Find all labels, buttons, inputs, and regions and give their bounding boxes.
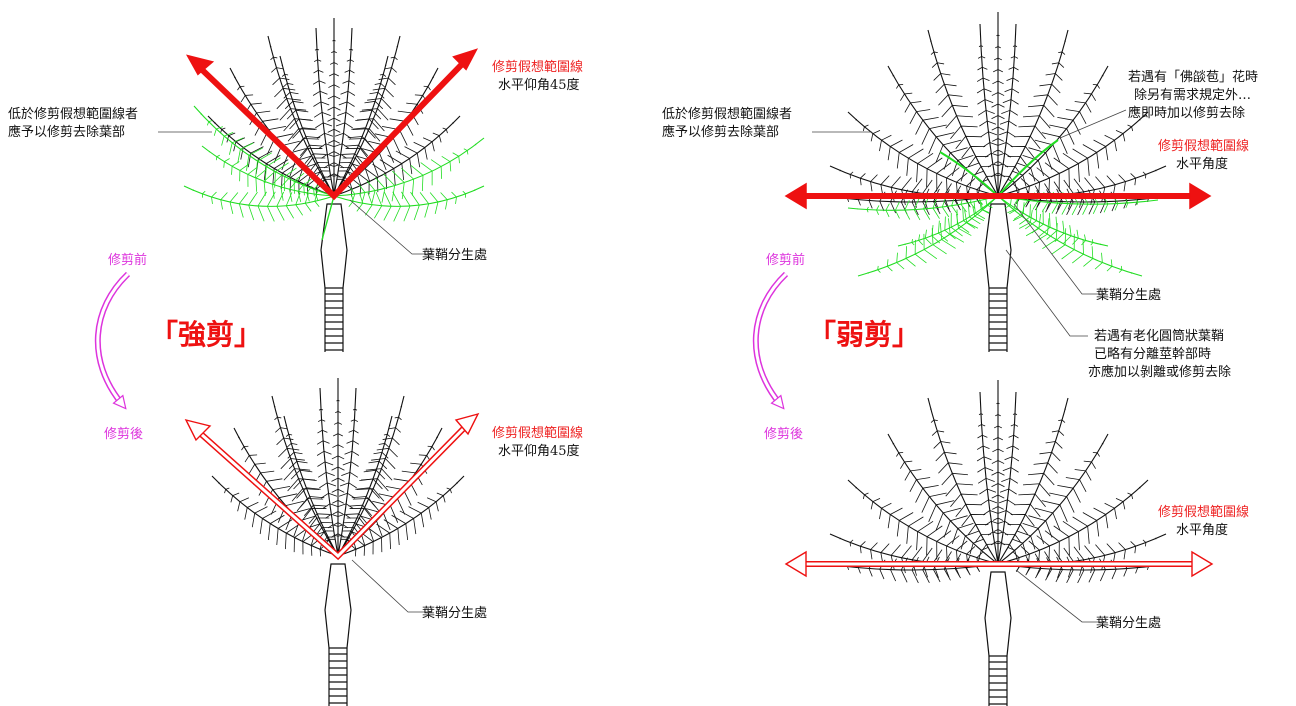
removed-frond — [997, 195, 1109, 247]
removed-frond — [857, 195, 999, 277]
angle-label: 水平角度 — [1176, 522, 1228, 538]
frond — [211, 475, 339, 557]
before-label: 修剪前 — [108, 252, 147, 268]
frond — [312, 27, 335, 197]
frond — [997, 391, 1020, 565]
after-label: 修剪後 — [764, 426, 803, 442]
frond — [279, 55, 335, 197]
trunk-sheath — [320, 203, 348, 289]
frond — [847, 111, 999, 198]
trunk-sheath — [984, 571, 1012, 657]
below-note-line-1: 低於修剪假想範圍線者 — [662, 106, 792, 122]
sheath-note-line-1: 若遇有老化圓筒狀葉鞘 — [1094, 328, 1224, 344]
frond — [991, 380, 1005, 564]
removed-frond — [183, 185, 335, 222]
frond — [333, 35, 401, 197]
frond — [327, 18, 341, 196]
frond — [997, 23, 1020, 197]
sheath-note-line-2: 已略有分離莖幹部時 — [1094, 346, 1211, 362]
frond — [331, 378, 345, 557]
frond — [976, 23, 999, 197]
before-label: 修剪前 — [766, 252, 805, 268]
frond — [927, 397, 999, 565]
frond — [847, 479, 999, 566]
trunk-sheath — [984, 203, 1012, 289]
leader-line — [351, 559, 432, 613]
pruning-limit-horizontal-light-before — [784, 182, 1212, 210]
frond — [337, 395, 405, 557]
sheath-label: 葉鞘分生處 — [422, 606, 487, 621]
removed-foliage-light — [847, 139, 1159, 277]
pruning-limit-v-strong-before — [186, 48, 479, 201]
removed-frond — [193, 105, 335, 197]
trunk-sheath — [324, 563, 352, 649]
sheath-label: 葉鞘分生處 — [1096, 288, 1161, 303]
frond — [997, 397, 1069, 565]
sheath-note-line-3: 亦應加以剝離或修剪去除 — [1088, 364, 1231, 380]
frond — [271, 395, 339, 557]
limit-label: 修剪假想範圍線 — [1158, 504, 1249, 520]
removed-foliage-strong — [183, 105, 485, 241]
frond — [991, 12, 1005, 196]
frond — [997, 479, 1149, 566]
angle-label: 水平仰角45度 — [498, 443, 580, 459]
pruning-limit-v-strong-after — [184, 412, 480, 561]
after-label: 修剪後 — [104, 426, 143, 442]
tree-light-after — [825, 380, 1171, 706]
removed-frond — [897, 195, 999, 247]
frond — [333, 55, 389, 197]
limit-label: 修剪假想範圍線 — [1158, 138, 1249, 154]
frond — [997, 29, 1069, 197]
leader-line — [349, 199, 434, 255]
tree-strong-after — [211, 378, 465, 706]
below-note-line-2: 應予以修剪去除葉部 — [8, 124, 125, 140]
limit-label: 修剪假想範圍線 — [492, 425, 583, 441]
sheath-label: 葉鞘分生處 — [1096, 616, 1161, 631]
limit-label: 修剪假想範圍線 — [492, 59, 583, 75]
below-note-line-2: 應予以修剪去除葉部 — [662, 124, 779, 140]
frond — [267, 35, 335, 197]
removed-frond — [201, 145, 335, 203]
spathe-flower — [939, 139, 1059, 197]
frond — [887, 433, 999, 565]
frond — [333, 115, 461, 197]
removed-frond — [847, 195, 999, 221]
frond — [997, 111, 1149, 198]
angle-label: 水平仰角45度 — [498, 77, 580, 93]
removed-frond — [333, 185, 485, 222]
flower-note-line-1: 若遇有「佛燄苞」花時 — [1128, 69, 1258, 85]
frond — [283, 415, 339, 557]
leader-line — [1015, 569, 1104, 623]
method-title: 「弱剪」 — [808, 318, 920, 351]
flower-note-line-2: 除另有需求規定外… — [1134, 88, 1251, 103]
frond — [976, 391, 999, 565]
frond — [337, 475, 465, 557]
sheath-label: 葉鞘分生處 — [422, 248, 487, 263]
leader-line — [1005, 249, 1088, 337]
pruning-limit-horizontal-light-after — [784, 550, 1214, 578]
method-title: 「強剪」 — [150, 318, 262, 351]
angle-label: 水平角度 — [1176, 156, 1228, 172]
frond — [927, 29, 999, 197]
leader-line — [1059, 109, 1127, 139]
below-note-line-1: 低於修剪假想範圍線者 — [8, 106, 138, 122]
removed-frond — [333, 137, 485, 203]
leader-line — [1013, 203, 1104, 295]
frond — [316, 387, 339, 557]
flower-note-line-3: 應即時加以修剪去除 — [1128, 105, 1245, 121]
